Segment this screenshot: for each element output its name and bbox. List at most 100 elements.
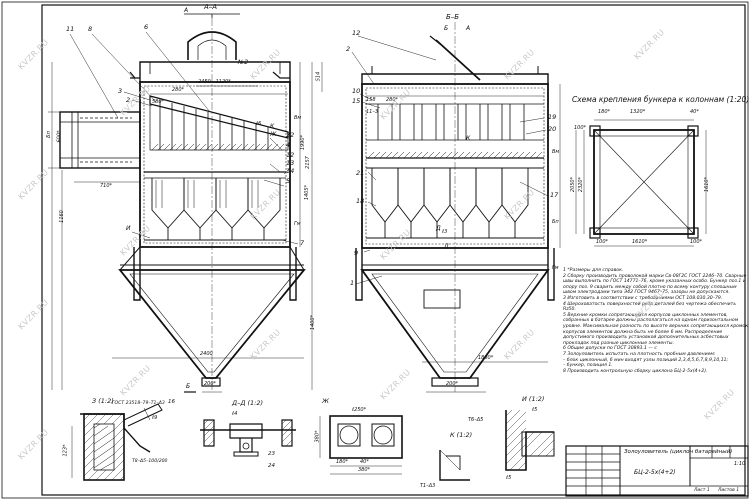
note: 3 Изготовить в соответствии с требования…	[563, 295, 723, 301]
note: 1 *Размеры для справок.	[563, 268, 624, 273]
callout: 14	[286, 167, 295, 175]
detail-label: 380*	[358, 467, 371, 473]
detail-zh-title: Ж	[322, 397, 330, 405]
callout: 12	[352, 29, 361, 37]
callout: 1	[350, 279, 355, 287]
dim-label: 2400	[200, 351, 213, 357]
elevation-mark: Вм	[552, 149, 560, 155]
elevation-mark: Вм	[294, 115, 302, 121]
callout: 9	[354, 249, 359, 257]
elevation-mark: Бп	[45, 131, 52, 138]
dim-label: №2	[238, 59, 249, 66]
note: – блок циклонный, 6 мин входят узлы пози…	[563, 357, 729, 363]
detail-dd-title: Д–Д (1:2)	[232, 399, 264, 407]
callout: 18	[356, 197, 365, 205]
dim-label: 1610*	[632, 239, 648, 245]
dim-label: 280*	[386, 97, 399, 103]
dim-label: 2320*	[578, 176, 585, 193]
callout: 2	[346, 45, 351, 53]
detail-label: 16	[168, 399, 175, 405]
elevation-mark: Бп	[552, 219, 559, 225]
callout: 13	[286, 159, 295, 167]
dim-label: 100*	[690, 239, 703, 245]
callout: 2	[126, 96, 131, 104]
elevation-mark: Гм	[552, 265, 559, 271]
note: 6 Общие допуски по ГОСТ 30893.1 — с	[563, 346, 657, 352]
detail-label: ℓ250*	[352, 407, 367, 413]
title-name: Золоуловитель (циклон батарейный)	[624, 449, 733, 455]
dim-label: 2450...1120*	[198, 79, 231, 85]
dim-label: ℓ6	[256, 121, 262, 127]
section-letter: Б	[444, 25, 449, 32]
inner-frame	[41, 4, 746, 496]
dim-label: 1160	[58, 210, 65, 223]
section-letter: Ж	[270, 131, 277, 138]
dim-label: 710*	[100, 183, 113, 189]
detail-label: 40*	[360, 459, 369, 465]
detail-i-title: И (1:2)	[522, 395, 545, 403]
dim-label: 600*	[56, 130, 63, 143]
title-scale: 1:10	[734, 461, 746, 467]
detail-label: Т6–Δ5	[468, 417, 484, 423]
callout: 11	[66, 25, 75, 33]
scheme-title: Схема крепления бункера к колоннам (1:20…	[572, 95, 750, 104]
note: 2 Сборку производить проволокой марки Св…	[563, 273, 747, 296]
callout: 22	[286, 131, 295, 139]
title-code: БЦ-2-5х(4+2)	[634, 469, 676, 476]
dim-label: 1990*	[300, 134, 307, 151]
dim-label: 1400*	[310, 314, 317, 331]
detail-label: ℓ5	[506, 475, 512, 481]
detail-label: ℓ9	[152, 415, 158, 421]
callout: 4	[286, 141, 291, 149]
scheme-view	[575, 119, 707, 247]
dim-label: 100*	[574, 125, 587, 131]
dim-label: 580*	[152, 99, 165, 105]
detail-label: ℓ5	[532, 407, 538, 413]
detail-label: ℓ4	[232, 411, 238, 417]
detail-z-title: З (1:2)	[92, 397, 114, 405]
detail-label: 380*	[314, 430, 321, 443]
callout: 6	[144, 23, 149, 31]
note: 5 Верхние кромки сопрягающихся корпусов …	[563, 312, 748, 346]
callout: 15	[352, 97, 361, 105]
detail-dd	[200, 419, 296, 457]
dim-label: 11–3	[366, 109, 379, 115]
section-letter: К	[466, 135, 471, 142]
note: 8 Производить контрольную сборку циклона…	[563, 368, 708, 374]
title-sheet: Лист 1	[694, 488, 710, 493]
detail-label: Т1–Δ3	[420, 483, 436, 489]
detail-z	[71, 403, 163, 481]
note: 7 Золоуловитель испытать на плотность пр…	[563, 351, 716, 357]
section-letter: А	[184, 7, 189, 14]
callout: 12	[286, 151, 295, 159]
technical-notes: 1 *Размеры для справок. 2 Сборку произво…	[563, 268, 749, 374]
section-letter: Б	[186, 383, 191, 390]
section-letter: А	[466, 25, 471, 32]
elevation-mark: Гм	[294, 221, 301, 227]
callout: 20	[548, 125, 557, 133]
detail-label: 24	[268, 463, 275, 469]
dim-label: 280*	[172, 87, 185, 93]
section-letter: Д	[436, 225, 441, 232]
callout: 19	[548, 113, 557, 121]
callout: 3	[118, 87, 123, 95]
section-title-bb: Б–Б	[446, 13, 460, 21]
section-letter: К	[270, 123, 275, 130]
title-block	[565, 445, 749, 497]
detail-k-title: К (1:2)	[450, 431, 473, 439]
dim-label: 200*	[204, 381, 217, 387]
callout: 7	[300, 239, 305, 247]
dim-label: 1405*	[304, 184, 311, 201]
detail-i	[505, 409, 555, 471]
dim-label: ℓ3	[442, 229, 448, 235]
dim-label: 180*	[598, 109, 611, 115]
note: 4 Шероховатость поверхностей реза детале…	[563, 301, 737, 313]
left-view	[48, 13, 323, 393]
callout: 17	[550, 191, 559, 199]
right-view	[351, 22, 561, 393]
detail-label: 180*	[336, 459, 349, 465]
title-sheets: Листов 1	[718, 488, 740, 493]
detail-label: Т8–Δ5–100/200	[132, 459, 168, 464]
dim-label: 200*	[446, 381, 459, 387]
